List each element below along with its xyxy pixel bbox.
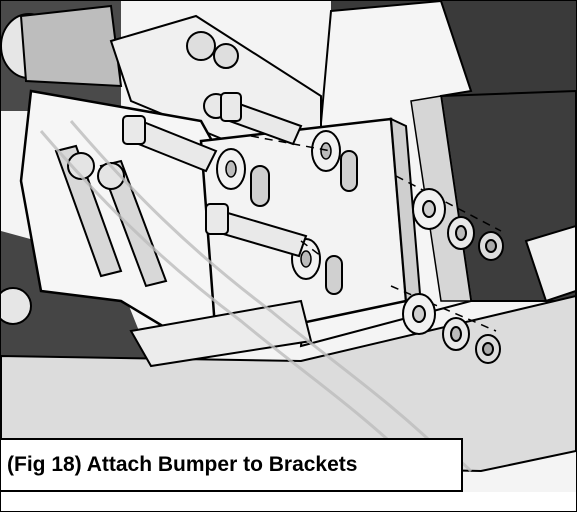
figure-caption: (Fig 18) Attach Bumper to Brackets (7, 453, 358, 476)
slot-bolt-1 (67, 152, 95, 180)
right-hardware (402, 188, 504, 364)
right-panel-slot (524, 224, 576, 303)
caption-box: (Fig 18) Attach Bumper to Brackets (1, 438, 463, 492)
slot-bolt-2 (97, 162, 125, 190)
top-bolt-head-2 (213, 43, 239, 69)
top-bolt-head-1 (186, 31, 216, 61)
left-nut (1, 287, 32, 325)
bumper-base (1, 294, 576, 473)
cylinder-body (19, 4, 123, 88)
assembly-lines (250, 135, 502, 332)
bracket-slots (250, 150, 358, 295)
bolts (122, 92, 308, 258)
bracket-foot (129, 299, 313, 368)
bracket-washers (216, 130, 341, 280)
bottom-strip (1, 492, 576, 511)
slot-bar-1 (54, 144, 123, 278)
